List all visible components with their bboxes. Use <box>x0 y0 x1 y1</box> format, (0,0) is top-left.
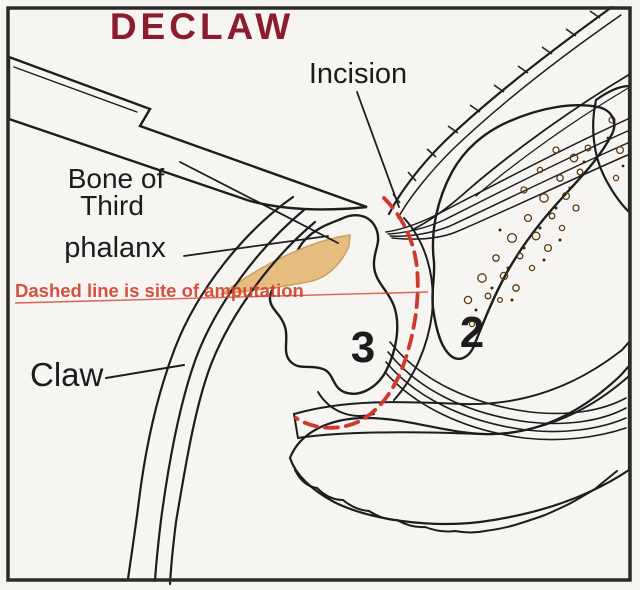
scalpel-illustration <box>7 55 368 211</box>
page-title: DECLAW <box>110 6 294 47</box>
claw-label: Claw <box>30 356 104 393</box>
claw-outline <box>126 195 317 586</box>
second-phalanx-bone <box>431 104 616 360</box>
bone-label-line2: Third <box>80 190 144 221</box>
first-phalanx-corner-bone <box>592 84 631 215</box>
amputation-caption: Dashed line is site of amputation <box>15 280 304 301</box>
bone-label-line3: phalanx <box>64 232 166 264</box>
incision-label: Incision <box>309 58 407 90</box>
phalanx3-number: 3 <box>351 323 375 372</box>
scalpel-highlight-line <box>13 66 138 113</box>
skin-outline <box>387 5 622 219</box>
bone-leader-line <box>179 161 339 244</box>
paw-pad-bumpy-edge <box>294 469 618 534</box>
fascia-lines <box>411 73 631 231</box>
phalanx-leader-line <box>183 235 329 257</box>
amputation-caption-underline <box>14 291 429 304</box>
amputation-dashed-line <box>294 196 420 430</box>
bone-label-line1: Bone of <box>68 163 165 194</box>
bone-marrow-speckles <box>463 144 592 328</box>
claw-leader-line <box>105 364 185 379</box>
incision-leader-line <box>356 91 400 208</box>
phalanx2-number: 2 <box>460 308 484 357</box>
frame-border <box>6 6 632 582</box>
